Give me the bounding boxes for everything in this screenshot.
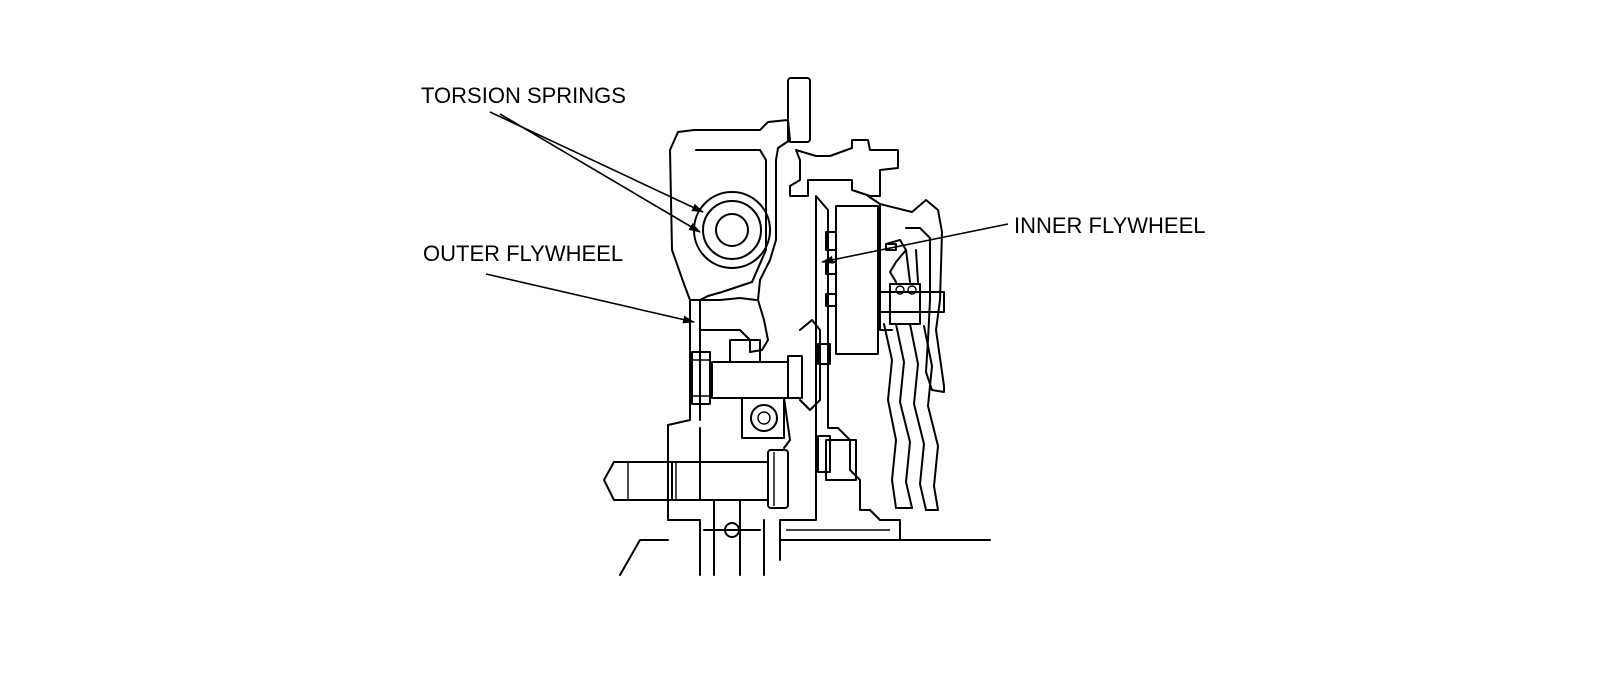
shaft-part <box>603 449 789 509</box>
label-torsion-springs: TORSION SPRINGS <box>421 83 626 108</box>
bearing-part <box>711 339 803 449</box>
leader-lines <box>485 111 1009 324</box>
leader-outer-flywheel <box>485 273 695 324</box>
leader-torsion-springs-lower <box>499 113 701 233</box>
torsion-springs-part <box>693 191 771 269</box>
inner-flywheel-part <box>867 195 945 511</box>
label-inner-flywheel: INNER FLYWHEEL <box>1014 213 1206 238</box>
label-outer-flywheel: OUTER FLYWHEEL <box>423 241 623 266</box>
center-plate-part <box>779 139 991 561</box>
leader-inner-flywheel <box>821 223 1009 264</box>
